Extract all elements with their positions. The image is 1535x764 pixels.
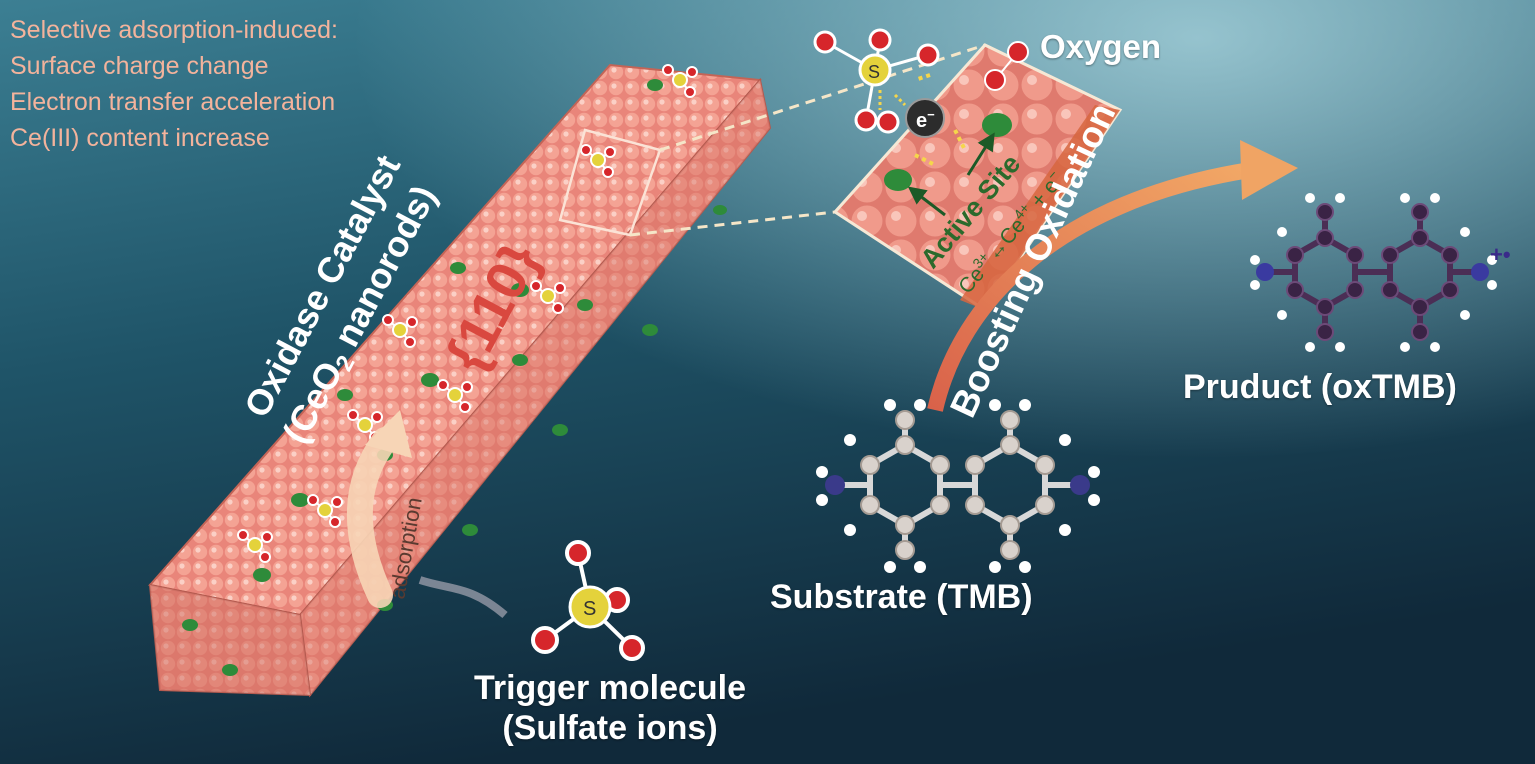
boosting-arrow-head — [1240, 140, 1298, 200]
trigger-line1: Trigger molecule — [473, 669, 747, 707]
boosting-arrow — [927, 162, 1252, 412]
ce3-site-markers — [182, 79, 727, 676]
oxygen-molecule — [984, 41, 1029, 91]
oxtmb-product-molecule — [1250, 193, 1497, 352]
sulfur-label-panel: S — [868, 62, 880, 82]
notes-heading: Selective adsorption-induced: — [10, 16, 338, 44]
product-charge-label: +• — [1490, 242, 1511, 267]
trigger-line2: (Sulfate ions) — [502, 709, 718, 747]
electron — [905, 98, 945, 138]
sulfate-near-panel — [813, 28, 940, 134]
adsorption-effects-notes: Selective adsorption-induced: Surface ch… — [10, 12, 338, 156]
notes-item: Electron transfer acceleration — [10, 88, 336, 116]
adsorption-arrow-head — [365, 410, 412, 458]
zoom-selection — [558, 43, 986, 237]
notes-item: Surface charge change — [10, 52, 269, 80]
substrate-label: Substrate (TMB) — [770, 578, 1033, 616]
active-site-green-2 — [884, 169, 912, 191]
electron-label: e− — [916, 107, 935, 132]
trigger-molecule-label: Trigger molecule (Sulfate ions) — [420, 668, 800, 748]
active-site-green-1 — [982, 113, 1012, 137]
adsorption-arrow — [346, 427, 398, 608]
product-label: Pruduct (oxTMB) — [1183, 368, 1457, 406]
oxygen-label: Oxygen — [1040, 28, 1162, 65]
adsorbed-sulfate-molecules — [237, 64, 698, 563]
trigger-sulfate-molecule — [531, 540, 645, 661]
tmb-substrate-molecule — [816, 399, 1100, 573]
sulfur-label-trigger: S — [583, 598, 596, 620]
notes-item: Ce(III) content increase — [10, 124, 270, 152]
adsorption-swoosh — [418, 576, 508, 619]
